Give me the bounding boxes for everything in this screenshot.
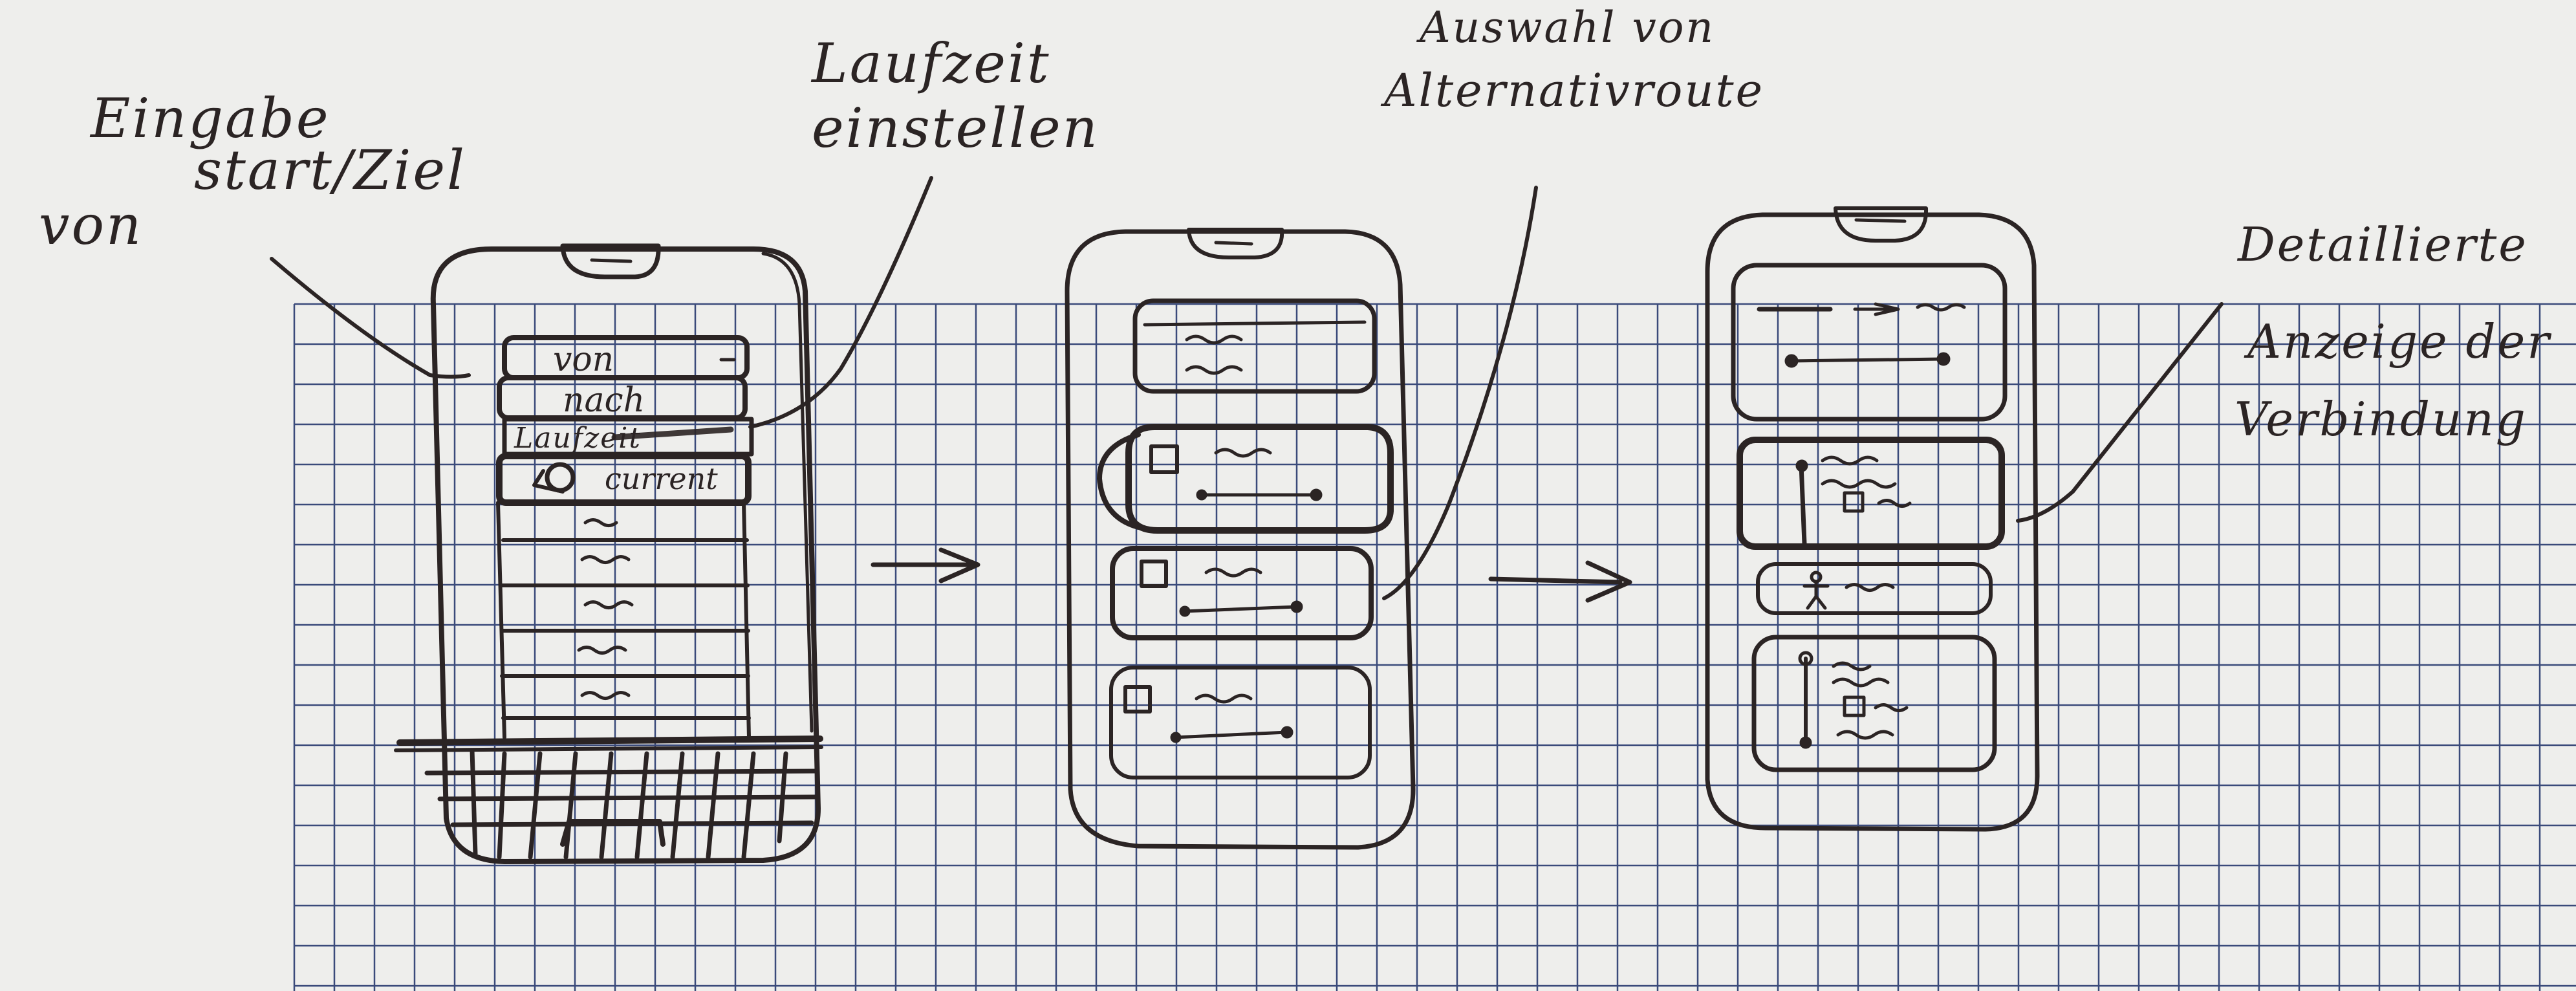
annotation-detail-line3: Verbindung	[2235, 392, 2527, 446]
annotation-detail-line2: Anzeige der	[2247, 314, 2551, 369]
keyboard	[394, 735, 823, 860]
phone-notch	[560, 243, 661, 279]
route-timeline	[1170, 726, 1293, 743]
connection-leg-card[interactable]	[1737, 437, 2005, 550]
route-timeline	[1196, 488, 1323, 501]
route-card-selected[interactable]	[1125, 424, 1394, 534]
phone-frame	[1065, 229, 1416, 850]
phone-notch	[1187, 228, 1284, 259]
phone-frame	[1705, 212, 2040, 832]
checkbox-icon	[1123, 685, 1152, 713]
phone-frame	[430, 246, 821, 864]
annotation-alternative-line2: Alternativroute	[1384, 64, 1765, 117]
phone-notch	[1834, 206, 1929, 243]
phone-connection-detail	[1705, 206, 2040, 832]
route-card[interactable]	[1109, 666, 1372, 779]
annotation-runtime-line1: Laufzeit	[812, 32, 1051, 95]
phone-frame-echo	[761, 252, 814, 733]
pointer-set-runtime	[748, 176, 933, 429]
route-card[interactable]	[1110, 546, 1374, 640]
from-field-label: von	[553, 340, 614, 379]
connection-summary-card	[1731, 263, 2008, 422]
annotation-pointers	[270, 176, 2224, 600]
route-timeline	[1179, 600, 1303, 617]
location-field-label: current	[605, 461, 718, 496]
location-field[interactable]	[496, 453, 752, 506]
annotation-alternative-line1: Auswahl von	[1420, 3, 1716, 52]
arrow-right-icon	[871, 547, 980, 583]
runtime-field-box	[502, 417, 754, 457]
route-card[interactable]	[1132, 298, 1377, 394]
phone-search-screen: von nach Laufzeit current	[394, 243, 823, 864]
annotation-runtime-line2: einstellen	[812, 96, 1099, 160]
connection-leg-card[interactable]	[1751, 635, 1997, 772]
checkbox-icon	[1843, 695, 1866, 717]
phone-route-list	[1065, 228, 1416, 850]
annotation-detail-line1: Detaillierte	[2238, 217, 2528, 272]
checkbox-icon	[1140, 560, 1168, 588]
checkbox-icon	[1149, 444, 1179, 474]
arrow-right-icon	[1488, 560, 1632, 603]
walking-leg-card[interactable]	[1756, 562, 1993, 615]
route-timeline	[1784, 352, 1951, 368]
suggestion-list	[496, 501, 751, 739]
checkbox-icon	[1843, 491, 1865, 513]
to-field-label: nach	[563, 381, 645, 420]
location-pin-icon	[532, 462, 576, 494]
annotation-input-line3: von	[39, 193, 144, 257]
pointer-connection-detail	[2016, 302, 2224, 523]
pointer-alternative-route	[1382, 186, 1538, 600]
pointer-input-start-goal	[270, 257, 471, 379]
walking-person-icon	[1802, 571, 1830, 610]
annotation-input-line1: Eingabe	[91, 87, 330, 150]
annotation-input-line2: start/Ziel	[194, 138, 466, 202]
